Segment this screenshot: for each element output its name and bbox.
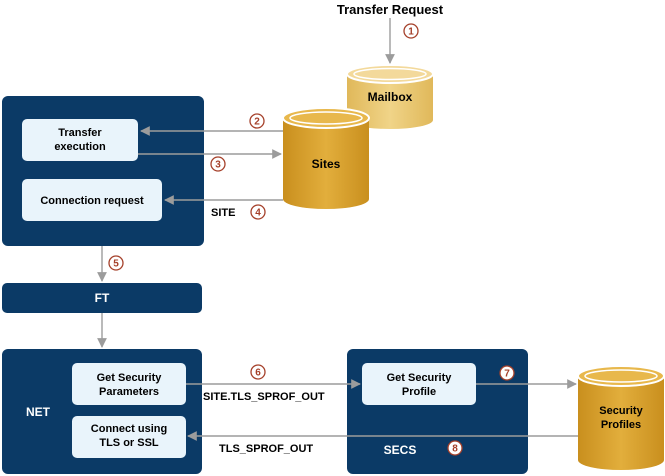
get-security-parameters-box: Get Security Parameters — [72, 363, 186, 405]
step-2-label: 2 — [254, 117, 260, 128]
sites-label: Sites — [312, 157, 341, 171]
edge-label-site-tls-sprof-out: SITE.TLS_SPROF_OUT — [203, 391, 325, 403]
step-5-marker: 5 — [108, 255, 124, 271]
step-4-label: 4 — [255, 208, 261, 219]
connection-request-box: Connection request — [22, 179, 162, 221]
transfer-execution-line2: execution — [54, 141, 106, 153]
connection-request-label: Connection request — [40, 195, 144, 207]
step-1-marker: 1 — [403, 23, 419, 39]
ft-label: FT — [95, 291, 110, 305]
title: Transfer Request — [337, 2, 444, 17]
security-profiles-cylinder: Security Profiles — [577, 365, 665, 470]
transfer-execution-line1: Transfer — [58, 127, 102, 139]
connect-using-line2: TLS or SSL — [99, 437, 159, 449]
security-profiles-label-line2: Profiles — [601, 419, 641, 431]
step-8-label: 8 — [452, 444, 458, 455]
get-security-profile-line2: Profile — [402, 386, 436, 398]
mailbox-label: Mailbox — [368, 90, 413, 104]
get-security-profile-box: Get Security Profile — [362, 363, 476, 405]
connect-using-box: Connect using TLS or SSL — [72, 416, 186, 458]
step-4-marker: 4 — [250, 204, 266, 220]
security-profiles-label-line1: Security — [599, 405, 643, 417]
get-security-parameters-line2: Parameters — [99, 386, 159, 398]
step-1-label: 1 — [408, 27, 414, 38]
step-8-marker: 8 — [447, 440, 463, 456]
edge-label-site: SITE — [211, 207, 235, 219]
sites-cylinder: Sites — [282, 107, 370, 209]
step-7-label: 7 — [504, 369, 510, 380]
step-3-marker: 3 — [210, 156, 226, 172]
ft-box: FT — [2, 283, 202, 313]
transfer-execution-box: Transfer execution — [22, 119, 138, 161]
get-security-parameters-line1: Get Security — [97, 372, 163, 384]
step-7-marker: 7 — [499, 365, 515, 381]
secs-label: SECS — [384, 443, 417, 457]
step-3-label: 3 — [215, 160, 221, 171]
get-security-profile-line1: Get Security — [387, 372, 453, 384]
step-6-marker: 6 — [250, 364, 266, 380]
step-5-label: 5 — [113, 259, 119, 270]
net-label: NET — [26, 405, 51, 419]
connect-using-line1: Connect using — [91, 423, 167, 435]
edge-label-tls-sprof-out: TLS_SPROF_OUT — [219, 443, 313, 455]
step-6-label: 6 — [255, 368, 261, 379]
transfer-container — [2, 96, 204, 246]
step-2-marker: 2 — [249, 113, 265, 129]
